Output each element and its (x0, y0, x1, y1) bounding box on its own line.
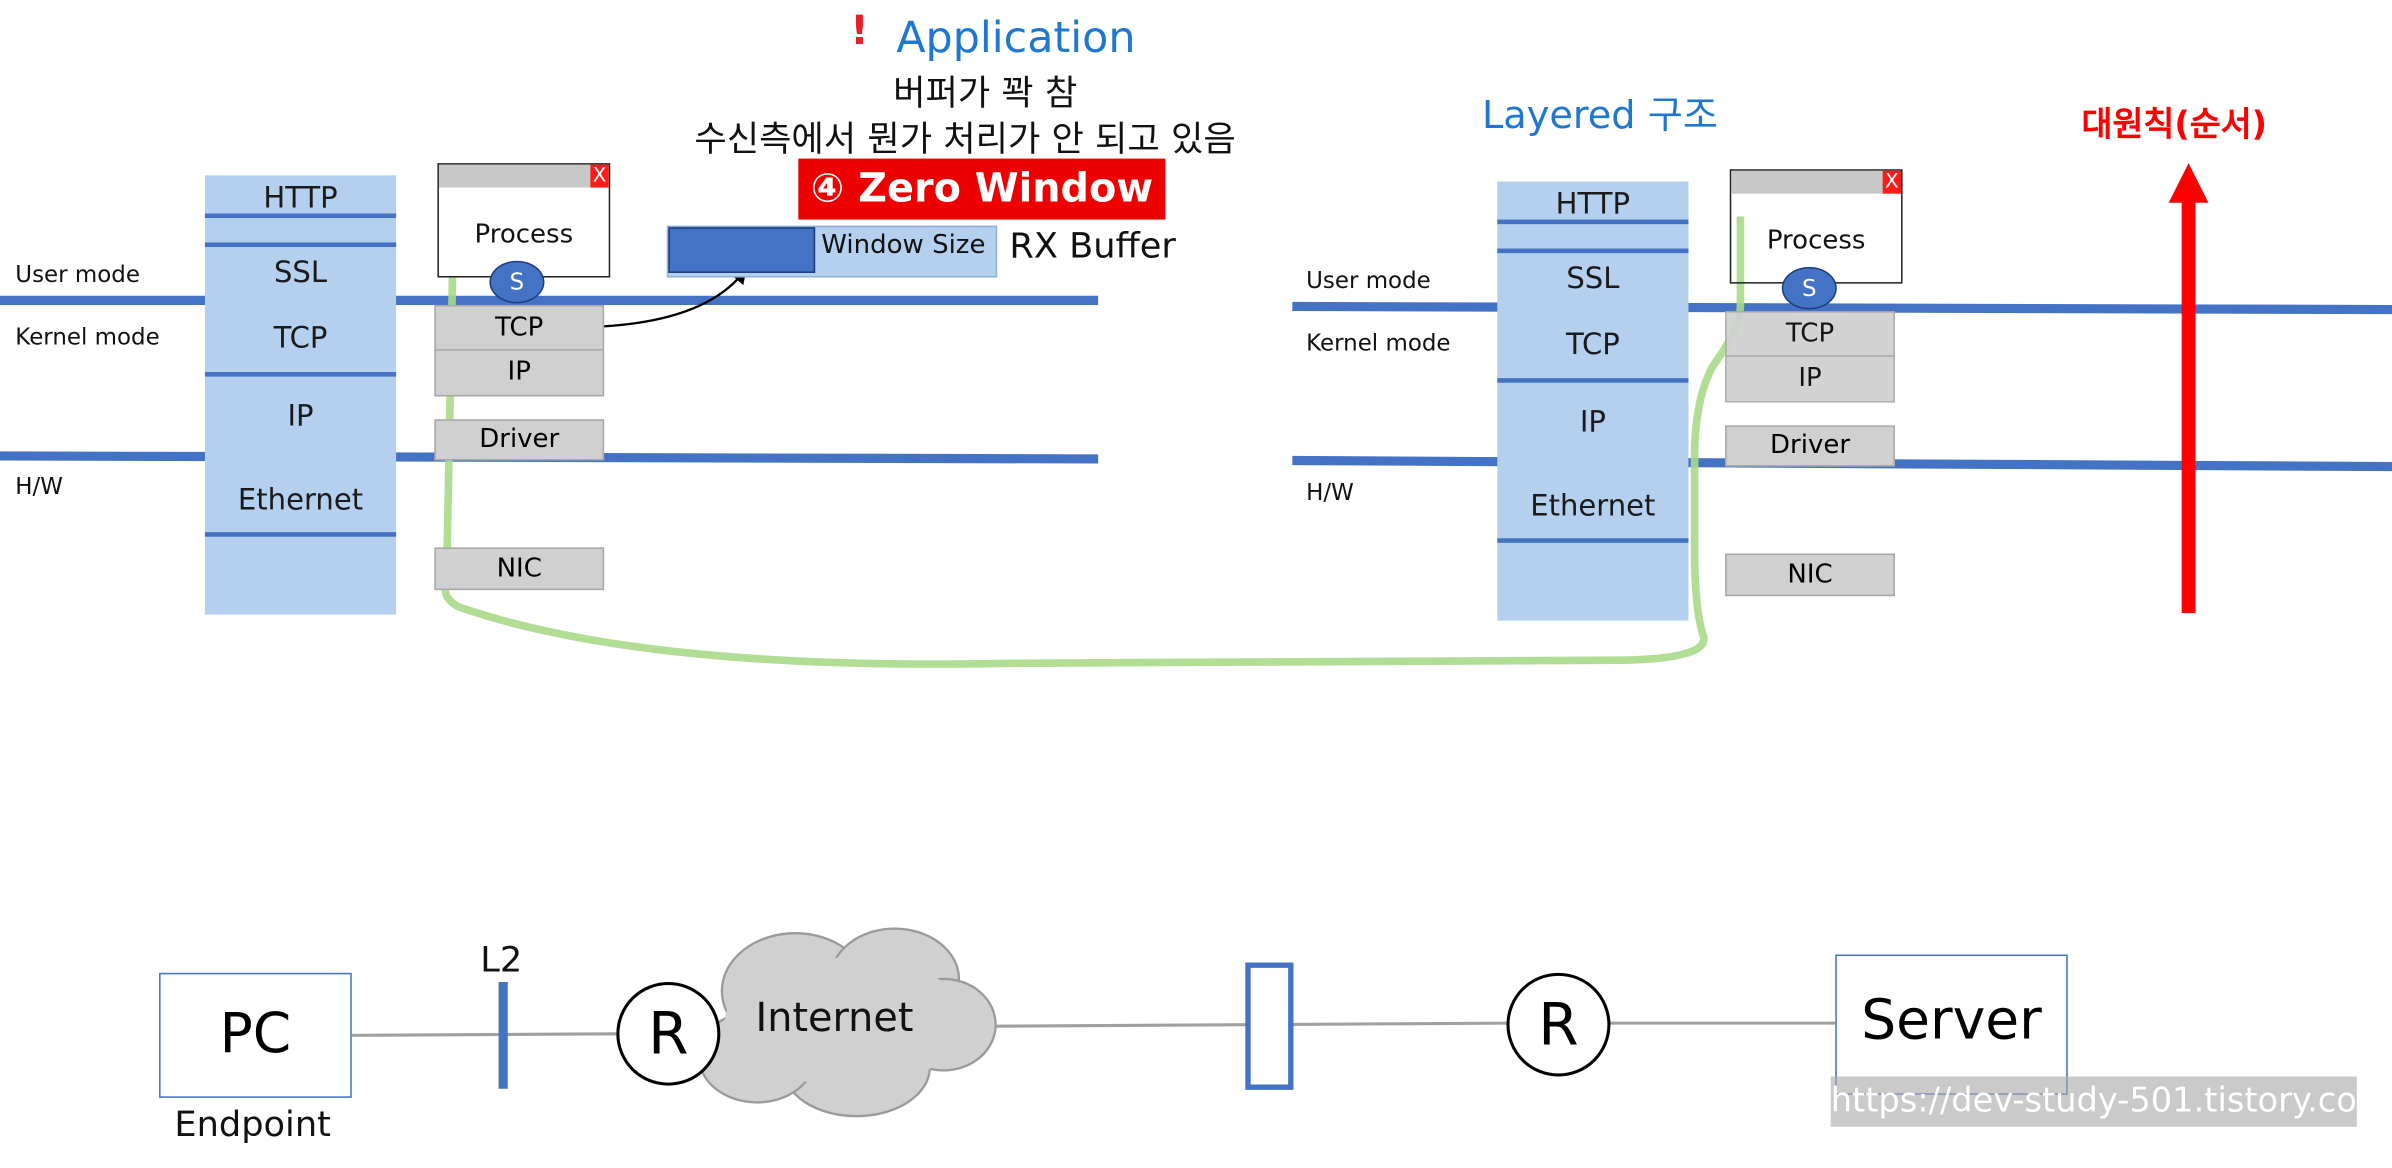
right-layer-separator (1497, 219, 1689, 225)
left-nic-box: NIC (434, 547, 605, 591)
rx-buffer-filled (668, 227, 816, 273)
firewall-box (1245, 962, 1294, 1090)
rx-buffer-label: RX Buffer (1009, 227, 1176, 267)
left-ip-box: IP (434, 349, 605, 397)
right-ip-box: IP (1725, 355, 1895, 403)
right-layer-separator (1497, 378, 1689, 383)
right-layer-separator (1497, 248, 1689, 254)
left-layer-ssl: SSL (273, 256, 328, 290)
receiver-processing-text: 수신측에서 뭔가 처리가 안 되고 있음 (694, 120, 1236, 161)
right-layer-ip: IP (1579, 405, 1606, 440)
close-icon[interactable]: X (590, 164, 609, 188)
right-driver-box: Driver (1725, 425, 1895, 467)
l2-label: L2 (480, 940, 523, 981)
close-icon[interactable]: X (1882, 170, 1902, 194)
exclamation-icon: ! (850, 9, 869, 55)
left-layer-separator (204, 372, 397, 377)
right-layer-ethernet: Ethernet (1530, 489, 1656, 524)
left-layer-ip: IP (287, 399, 314, 434)
left-tcp-box: TCP (434, 304, 605, 351)
right-layer-separator (1497, 538, 1689, 543)
application-label: Application (896, 12, 1136, 63)
right-layer-tcp: TCP (1565, 327, 1620, 362)
right-protocol-stack: HTTP SSL TCP IP Ethernet (1497, 181, 1689, 621)
left-driver-box: Driver (434, 419, 605, 461)
right-nic-box: NIC (1725, 553, 1895, 597)
left-layer-tcp: TCP (273, 321, 328, 356)
right-router: R (1506, 972, 1611, 1077)
left-protocol-stack: HTTP SSL TCP IP Ethernet (204, 175, 397, 615)
left-hw-label: H/W (15, 472, 63, 501)
internet-cloud-icon (697, 927, 997, 1118)
right-kernel-mode-label: Kernel mode (1306, 329, 1451, 357)
left-layer-ethernet: Ethernet (237, 483, 364, 517)
pc-to-router-line (351, 1032, 617, 1037)
right-process-titlebar (1731, 170, 1902, 194)
principle-arrow-head (2168, 163, 2209, 203)
layered-structure-heading: Layered 구조 (1481, 93, 1719, 138)
tcp-to-buffer-arrow (604, 273, 743, 328)
right-hw-label: H/W (1306, 478, 1354, 507)
left-process-label: Process (474, 219, 574, 251)
left-process-titlebar (438, 164, 609, 188)
buffer-full-text: 버퍼가 꽉 참 (893, 74, 1078, 115)
left-layer-separator (204, 242, 397, 248)
left-layer-http: HTTP (263, 181, 338, 215)
left-socket: S (489, 260, 545, 304)
server-box: Server (1835, 954, 2068, 1095)
left-layer-separator (204, 213, 397, 219)
left-kernel-mode-label: Kernel mode (15, 323, 160, 351)
zero-window-badge: ④ Zero Window (798, 158, 1166, 220)
watermark: https://dev-study-501.tistory.com (1830, 1076, 2390, 1127)
right-user-mode-label: User mode (1306, 266, 1431, 295)
right-socket: S (1781, 266, 1837, 310)
internet-label: Internet (755, 995, 914, 1042)
left-user-mode-label: User mode (15, 260, 140, 289)
packet-flow-path (441, 216, 1745, 668)
pc-box: PC (159, 972, 352, 1098)
right-user-kernel-boundary-line (1292, 301, 2392, 315)
right-layer-ssl: SSL (1566, 262, 1620, 296)
principle-label: 대원칙(순서) (2081, 106, 2268, 145)
right-tcp-box: TCP (1725, 311, 1895, 357)
left-layer-separator (204, 532, 397, 537)
left-router: R (616, 981, 721, 1086)
left-process-window: X Process (437, 163, 611, 278)
right-process-window: X Process (1729, 169, 1903, 284)
window-size-label: Window Size (821, 230, 986, 261)
right-process-label: Process (1766, 225, 1866, 257)
endpoint-label: Endpoint (174, 1105, 331, 1146)
right-layer-http: HTTP (1555, 187, 1631, 222)
